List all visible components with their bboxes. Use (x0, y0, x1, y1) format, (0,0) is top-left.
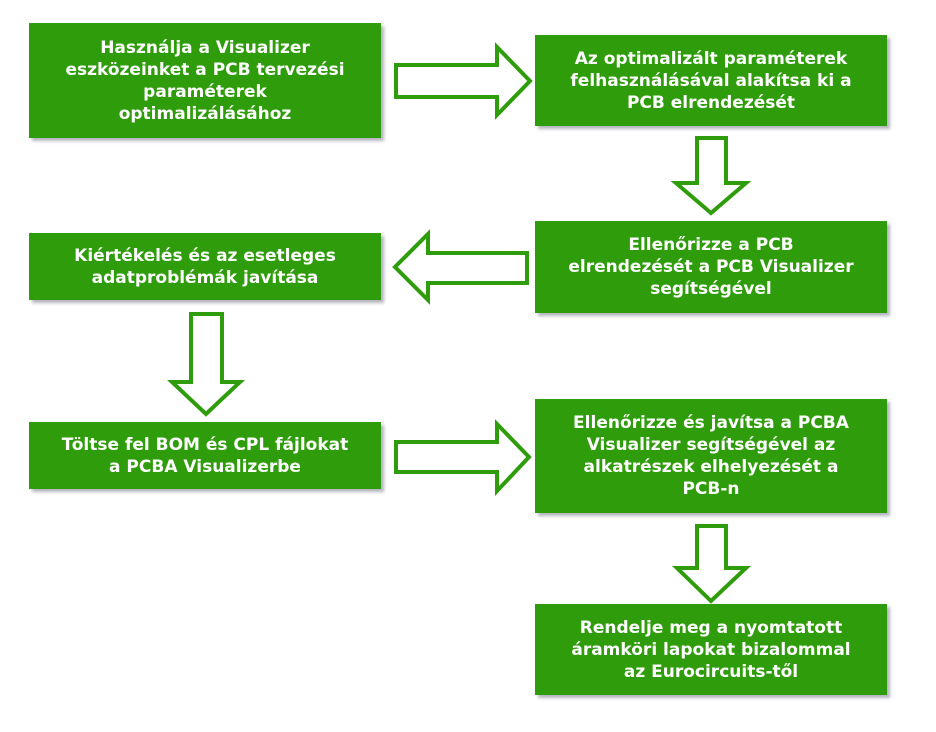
step-box-2: Az optimalizált paraméterek felhasználás… (535, 35, 887, 126)
step-box-4: Kiértékelés és az esetleges adatproblémá… (29, 233, 381, 300)
arrow-down-6-to-7 (672, 524, 752, 604)
arrow-right-1-to-2 (394, 42, 533, 120)
step-box-3: Ellenőrizze a PCB elrendezését a PCB Vis… (535, 221, 887, 313)
arrow-left-3-to-4 (392, 229, 529, 305)
step-box-7: Rendelje meg a nyomtatott áramköri lapok… (535, 604, 887, 695)
step-box-6: Ellenőrizze és javítsa a PCBA Visualizer… (535, 399, 887, 513)
step-box-1: Használja a Visualizer eszközeinket a PC… (29, 23, 381, 138)
arrow-right-5-to-6 (394, 419, 532, 497)
arrow-down-2-to-3 (670, 136, 752, 216)
arrow-down-4-to-5 (166, 312, 246, 417)
step-box-5: Töltse fel BOM és CPL fájlokat a PCBA Vi… (29, 422, 381, 489)
